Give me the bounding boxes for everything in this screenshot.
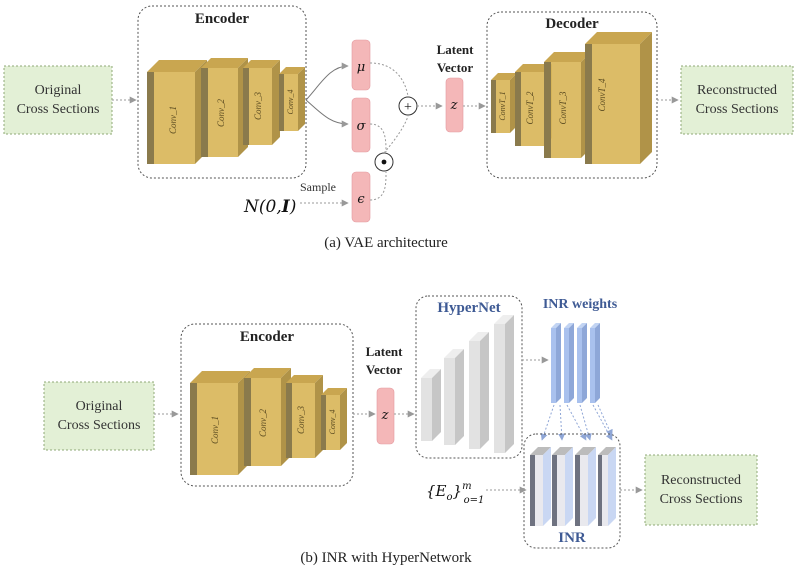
hypernet-layer-4 (494, 315, 514, 453)
input-cross-sections-box: Original Cross Sections (3, 65, 113, 135)
noise-distribution-label: N(0,I) (243, 197, 296, 217)
conv-2-label: Conv_2 (216, 99, 226, 127)
conv-layer-1-b: Conv_1 (190, 371, 250, 475)
inr-layer-1 (530, 447, 551, 526)
encoder-title-b: Encoder (240, 329, 295, 345)
output-reconstructed-box: Reconstructed Cross Sections (680, 65, 794, 135)
conv-layer-3-b: Conv_3 (286, 375, 323, 458)
caption-b: (b) INR with HyperNetwork (300, 550, 472, 566)
multiply-operator (374, 152, 394, 172)
input-label-line2: Cross Sections (17, 102, 100, 117)
inr-weights-title: INR weights (543, 297, 618, 312)
weights-to-inr-arrows (540, 404, 613, 441)
output-label-line2-b: Cross Sections (660, 492, 743, 507)
sigma-symbol: σ (357, 119, 367, 134)
output-label-line1-b: Reconstructed (661, 473, 741, 488)
conv-3-label: Conv_3 (253, 92, 263, 120)
arrow-encoder-to-sigma (305, 99, 349, 128)
deconv-layer-4: ConvT_4 (585, 32, 652, 164)
latent-title-line1-b: Latent (366, 344, 404, 359)
encoder-box: Encoder Conv_1 Conv_2 Conv_3 (137, 5, 307, 179)
input-cross-sections-box-b: Original Cross Sections (43, 381, 155, 451)
encoder-box-b: Encoder Conv_1 Conv_2 Conv_3 (180, 323, 354, 487)
conv-4-label: Conv_4 (286, 90, 295, 115)
hypernet-layer-2 (444, 349, 464, 445)
epsilon-vector: ϵ (351, 171, 371, 223)
inr-layer-2 (552, 447, 573, 526)
latent-title-line2: Vector (437, 60, 474, 75)
input-label-line2-b: Cross Sections (58, 418, 141, 433)
hypernet-layer-1 (421, 369, 441, 441)
deconv-layer-1: ConvT_1 (491, 73, 517, 133)
decoder-box: Decoder ConvT_1 ConvT_2 ConvT_3 (486, 11, 658, 179)
conv-layer-2: Conv_2 (201, 58, 248, 157)
conv-layer-1: Conv_1 (147, 60, 207, 164)
caption-a: (a) VAE architecture (324, 235, 448, 251)
sigma-vector: σ (351, 97, 371, 153)
latent-title-line1: Latent (437, 42, 475, 57)
inr-weight-1 (551, 323, 561, 403)
deconv-2-label: ConvT_2 (525, 91, 535, 125)
input-label-line1-b: Original (76, 399, 123, 414)
conv-3-label-b: Conv_3 (296, 406, 306, 434)
inr-title: INR (558, 530, 586, 546)
latent-title-line2-b: Vector (366, 362, 403, 377)
hypernet-title: HyperNet (437, 300, 500, 316)
inr-box: INR (523, 433, 621, 549)
sample-label: Sample (300, 180, 336, 194)
plus-symbol: + (404, 100, 412, 115)
z-symbol-b: z (381, 408, 389, 423)
inr-layer-4 (598, 447, 616, 526)
inr-weight-4 (590, 323, 600, 403)
line-epsilon-to-multiply (369, 171, 387, 201)
conv-layer-3: Conv_3 (243, 60, 280, 145)
inr-weight-3 (577, 323, 587, 403)
conv-4-label-b: Conv_4 (328, 410, 337, 435)
output-label-line2: Cross Sections (696, 102, 779, 117)
conv-layer-4-b: Conv_4 (321, 388, 347, 450)
panel-a-vae: Original Cross Sections Encoder Conv_1 C… (3, 5, 794, 251)
hypernet-layer-3 (469, 332, 489, 449)
hypernet-box: HyperNet (415, 295, 523, 459)
conv-1-label-b: Conv_1 (210, 416, 220, 444)
panel-b-inr-hypernetwork: Original Cross Sections Encoder Conv_1 C… (43, 295, 758, 566)
conv-layer-2-b: Conv_2 (244, 368, 291, 466)
line-mu-to-plus (369, 62, 409, 97)
latent-z-vector-b: z (376, 387, 395, 445)
epsilon-symbol: ϵ (357, 192, 365, 207)
inr-layer-3 (575, 447, 596, 526)
deconv-4-label: ConvT_4 (597, 78, 607, 112)
conv-layer-4: Conv_4 (279, 67, 305, 131)
arrow-encoder-to-mu (305, 62, 349, 101)
line-sigma-to-multiply (369, 123, 387, 153)
conv-1-label: Conv_1 (168, 106, 178, 134)
mu-symbol: μ (357, 60, 365, 75)
decoder-title: Decoder (545, 16, 599, 32)
deconv-1-label: ConvT_1 (498, 91, 507, 120)
inr-weights-group (551, 323, 600, 403)
output-label-line1: Reconstructed (697, 83, 777, 98)
inr-weight-2 (564, 323, 574, 403)
line-multiply-to-plus (383, 115, 409, 154)
output-reconstructed-box-b: Reconstructed Cross Sections (644, 454, 758, 526)
plus-operator: + (398, 96, 418, 116)
latent-z-vector: z (445, 77, 464, 133)
z-symbol: z (450, 98, 458, 113)
encoder-title: Encoder (195, 11, 250, 27)
deconv-layer-3: ConvT_3 (544, 52, 591, 158)
conv-2-label-b: Conv_2 (258, 409, 268, 437)
input-label-line1: Original (35, 83, 82, 98)
deconv-3-label: ConvT_3 (558, 91, 568, 125)
mu-vector: μ (351, 39, 371, 91)
